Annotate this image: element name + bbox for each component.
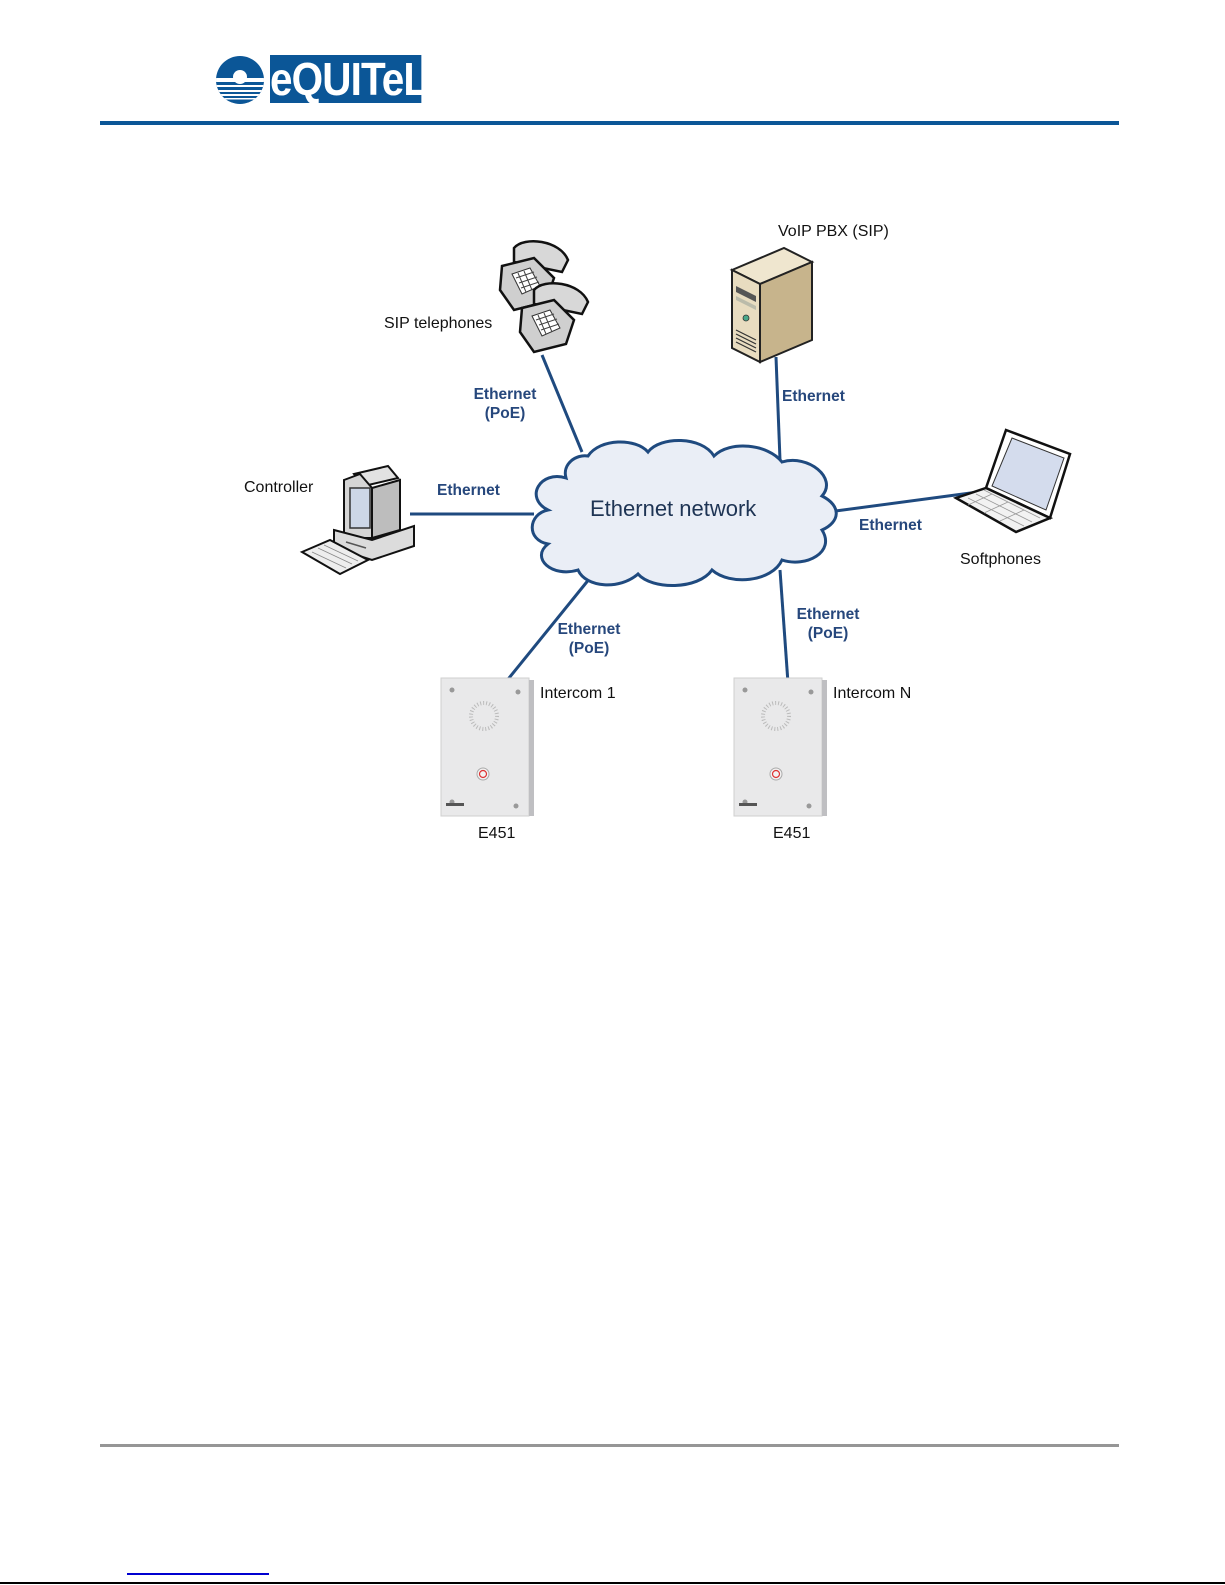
link-line-intercom1 xyxy=(503,577,592,684)
link-label-softphones: Ethernet xyxy=(859,516,922,535)
page-bottom-edge xyxy=(0,1582,1225,1584)
link-label-line2: (PoE) xyxy=(807,625,849,642)
link-label-line2: (PoE) xyxy=(484,405,526,422)
link-label-line1: Ethernet xyxy=(782,388,845,405)
controller-label: Controller xyxy=(244,479,314,496)
desktop-computer-icon xyxy=(299,464,415,576)
link-line-intercomN xyxy=(778,569,790,684)
intercom-panel-icon xyxy=(440,677,534,817)
link-line-pbx xyxy=(774,356,782,461)
link-label-sip-phones: Ethernet (PoE) xyxy=(466,385,544,423)
intercom-n-model-label: E451 xyxy=(773,825,811,842)
voip-pbx-label: VoIP PBX (SIP) xyxy=(778,223,889,240)
link-label-intercomN: Ethernet (PoE) xyxy=(789,605,867,643)
diagram-canvas xyxy=(299,240,1072,817)
link-label-controller: Ethernet xyxy=(437,481,500,500)
logo-globe-icon xyxy=(216,56,264,104)
network-cloud-label: Ethernet network xyxy=(590,496,757,521)
link-label-pbx: Ethernet xyxy=(782,387,845,406)
link-line-sip-phones xyxy=(540,354,584,453)
link-line-softphones xyxy=(827,490,979,514)
footer-divider xyxy=(100,1444,1119,1447)
link-label-line1: Ethernet xyxy=(437,482,500,499)
intercom-1-model-label: E451 xyxy=(478,825,516,842)
network-cloud-shape xyxy=(530,439,838,587)
sip-telephones-label: SIP telephones xyxy=(384,315,493,332)
link-label-line1: Ethernet xyxy=(557,621,621,638)
link-label-intercom1: Ethernet (PoE) xyxy=(550,620,628,658)
equitel-logo: eQUITeL xyxy=(214,55,442,105)
link-label-line1: Ethernet xyxy=(796,606,860,623)
network-diagram: Ethernet network SIP telephones VoIP PBX… xyxy=(244,223,1072,842)
intercom-n-label: Intercom N xyxy=(833,685,912,702)
footer-link-underline[interactable] xyxy=(127,1573,269,1575)
logo-wordmark: eQUITeL xyxy=(270,53,428,105)
link-label-line1: Ethernet xyxy=(859,517,922,534)
link-label-line2: (PoE) xyxy=(568,640,610,657)
laptop-icon xyxy=(952,428,1072,534)
desk-telephone-icon xyxy=(498,240,590,354)
softphones-label: Softphones xyxy=(960,551,1041,568)
link-label-line1: Ethernet xyxy=(473,386,537,403)
header-divider xyxy=(100,121,1119,125)
intercom-panel-icon xyxy=(733,677,827,817)
server-tower-icon xyxy=(729,246,815,364)
intercom-1-label: Intercom 1 xyxy=(540,685,616,702)
